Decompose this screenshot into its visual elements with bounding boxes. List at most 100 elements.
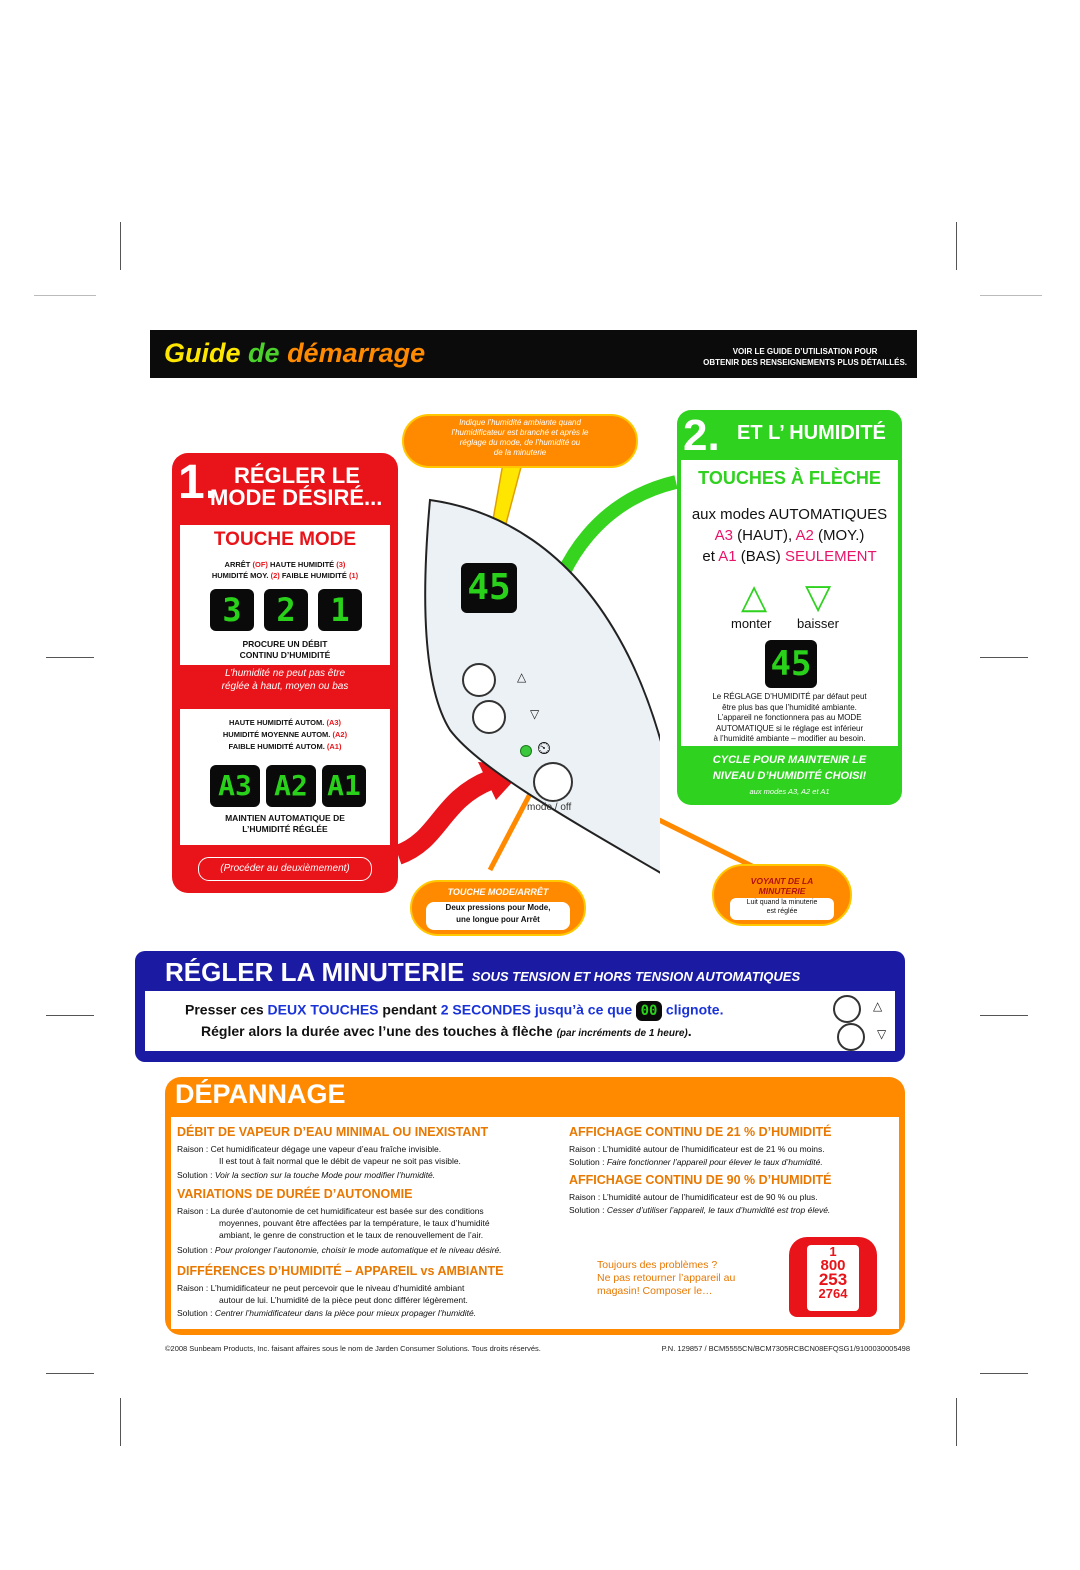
instr-text: Presser ces	[185, 1001, 264, 1018]
help-line: magasin! Composer le…	[597, 1285, 713, 1297]
legend-text: FAIBLE HUMIDITÉ AUTOM.	[228, 742, 325, 751]
up-arrow-icon: △	[517, 670, 527, 684]
up-arrow-icon: △	[873, 999, 883, 1013]
legend-text: HAUTE HUMIDITÉ	[270, 560, 335, 569]
up-button[interactable]	[462, 663, 496, 697]
header-note: VOIR LE GUIDE D’UTILISATION POUR OBTENIR…	[703, 346, 907, 368]
issue-reason: Raison : L’humidificateur ne peut percev…	[177, 1282, 468, 1306]
reason-label: Raison :	[177, 1144, 209, 1154]
phone-digit: 800	[820, 1257, 846, 1274]
issue-title: AFFICHAGE CONTINU DE 21 % D’HUMIDITÉ	[569, 1125, 832, 1139]
solution-text: Voir la section sur la touche Mode pour …	[214, 1170, 436, 1180]
legend-code: (3)	[336, 560, 346, 569]
down-arrow-icon: ▽	[877, 1027, 887, 1041]
up-label: monter	[731, 616, 772, 631]
timer-instruction-line: Régler alors la durée avec l’une des tou…	[201, 1023, 692, 1039]
callout-line: Indique l’humidité ambiante quand	[459, 418, 581, 427]
section-humidity: 2. ET L’ HUMIDITÉ TOUCHES À FLÈCHE aux m…	[677, 410, 902, 805]
note-line: réglée à haut, moyen ou bas	[221, 681, 349, 692]
lcd-display: 3	[210, 589, 254, 631]
copyright-footer: ©2008 Sunbeam Products, Inc. faisant aff…	[165, 1344, 910, 1353]
crop-mark	[120, 222, 121, 270]
timer-section: RÉGLER LA MINUTERIE SOUS TENSION ET HORS…	[135, 951, 905, 1062]
legend-code: (1)	[348, 571, 359, 580]
timer-up-button[interactable]	[833, 995, 861, 1023]
instr-text: .	[687, 1023, 692, 1039]
callout-title: VOYANT DE LA MINUTERIE	[714, 876, 850, 896]
instr-highlight: DEUX TOUCHES	[267, 1001, 379, 1018]
legend-code: (2)	[270, 571, 280, 580]
mode-text: SEULEMENT	[784, 548, 877, 565]
down-button[interactable]	[472, 700, 506, 734]
section-title: RÉGLER LE	[234, 463, 360, 488]
instr-highlight: 2 SECONDES	[440, 1001, 531, 1018]
issue-title: DÉBIT DE VAPEUR D’EAU MINIMAL OU INEXIST…	[177, 1125, 489, 1139]
mode-off-button[interactable]	[533, 762, 573, 802]
reason-label: Raison :	[177, 1206, 209, 1216]
phone-digit: 1	[829, 1244, 837, 1259]
legend-code: (A3)	[326, 718, 342, 727]
solution-label: Solution :	[569, 1205, 605, 1215]
timer-callout: VOYANT DE LA MINUTERIE Luit quand la min…	[712, 864, 852, 926]
legend-text: ARRÊT	[224, 560, 251, 569]
title-word-2: de	[248, 338, 280, 368]
blinking-display: 00	[636, 1001, 663, 1021]
issue-solution: Solution : Cesser d’utiliser l’appareil,…	[569, 1204, 830, 1216]
step-number: 2.	[683, 411, 720, 460]
callout-title-line: VOYANT DE LA	[750, 876, 814, 886]
legend-text: HAUTE HUMIDITÉ AUTOM.	[228, 718, 325, 727]
header-note-line: VOIR LE GUIDE D’UTILISATION POUR	[732, 347, 878, 356]
arrow-keys-title: TOUCHES À FLÈCHE	[698, 468, 881, 488]
reason-label: Raison :	[569, 1144, 601, 1154]
section-mode: 1. RÉGLER LE MODE DÉSIRÉ... TOUCHE MODE …	[172, 453, 398, 893]
header-note-line: OBTENIR DES RENSEIGNEMENTS PLUS DÉTAILLÉ…	[703, 358, 907, 367]
lcd-display: A1	[322, 765, 366, 807]
reason-text: La durée d’autonomie de cet humidificate…	[210, 1206, 484, 1216]
mode-text: et	[702, 548, 715, 565]
device-panel	[424, 498, 660, 874]
auto-mode-box: HAUTE HUMIDITÉ AUTOM. (A3) HUMIDITÉ MOYE…	[180, 709, 390, 845]
timer-down-button[interactable]	[837, 1023, 865, 1051]
cycle-line: CYCLE POUR MAINTENIR LE	[712, 754, 867, 766]
callout-line: est réglée	[766, 908, 798, 915]
info-line: AUTOMATIQUE si le réglage est inférieur	[715, 723, 864, 733]
lcd-display: 2	[264, 589, 308, 631]
mode-legend: ARRÊT (OF) HAUTE HUMIDITÉ (3) HUMIDITÉ M…	[180, 559, 390, 581]
issue-title: AFFICHAGE CONTINU DE 90 % D’HUMIDITÉ	[569, 1173, 832, 1187]
mode-note: L’humidité ne peut pas être réglée à hau…	[172, 667, 398, 693]
reason-text: moyennes, pouvant être affectées par la …	[219, 1218, 490, 1228]
crop-mark	[46, 1373, 94, 1374]
caption-line: PROCURE UN DÉBIT	[242, 639, 328, 649]
solution-label: Solution :	[177, 1170, 213, 1180]
callout-body: Deux pressions pour Mode, une longue pou…	[426, 902, 570, 930]
crop-mark	[34, 295, 96, 296]
callout-line: réglage du mode, de l’humidité ou	[459, 438, 581, 447]
info-line: L’appareil ne fonctionnera pas au MODE	[717, 713, 862, 722]
timer-instruction-line: Presser ces DEUX TOUCHES pendant 2 SECON…	[185, 1001, 723, 1021]
issue-solution: Solution : Centrer l’humidificateur dans…	[177, 1307, 476, 1319]
crop-mark	[46, 1015, 94, 1016]
timer-title-text: RÉGLER LA MINUTERIE	[165, 957, 465, 987]
reason-text: L’humidité autour de l’humidificateur es…	[602, 1144, 825, 1154]
reason-text: ambiant, le genre de construction et le …	[219, 1230, 484, 1240]
troubleshooting-body: DÉBIT DE VAPEUR D’EAU MINIMAL OU INEXIST…	[171, 1117, 899, 1329]
callout-body: Luit quand la minuterie est réglée	[730, 898, 834, 920]
callout-line: Deux pressions pour Mode,	[445, 903, 551, 912]
help-line: Ne pas retourner l’appareil au	[597, 1272, 736, 1284]
phone-digit: 253	[818, 1270, 848, 1289]
issue-title: DIFFÉRENCES D’HUMIDITÉ – APPAREIL vs AMB…	[177, 1264, 504, 1278]
timer-instructions: Presser ces DEUX TOUCHES pendant 2 SECON…	[145, 991, 895, 1051]
section-title: MODE DÉSIRÉ...	[210, 485, 383, 510]
reason-text: autour de lui. L’humidité de la pièce pe…	[219, 1295, 468, 1305]
mode-text: (BAS)	[740, 548, 781, 565]
up-arrow-icon: △	[741, 578, 768, 616]
callout-line: une longue pour Arrêt	[456, 915, 540, 924]
caption-line: L’HUMIDITÉ RÉGLÉE	[242, 824, 328, 834]
step-number: 1.	[178, 456, 219, 509]
red-arrow-shaft	[394, 770, 495, 865]
auto-modes-text: aux modes AUTOMATIQUES A3 (HAUT), A2 (MO…	[681, 504, 898, 567]
mode-callout: TOUCHE MODE/ARRÊT Deux pressions pour Mo…	[410, 880, 586, 936]
help-text: Toujours des problèmes ? Ne pas retourne…	[597, 1259, 735, 1298]
legend-text: HUMIDITÉ MOY.	[211, 571, 269, 580]
solution-text: Cesser d’utiliser l’appareil, le taux d’…	[606, 1205, 831, 1215]
